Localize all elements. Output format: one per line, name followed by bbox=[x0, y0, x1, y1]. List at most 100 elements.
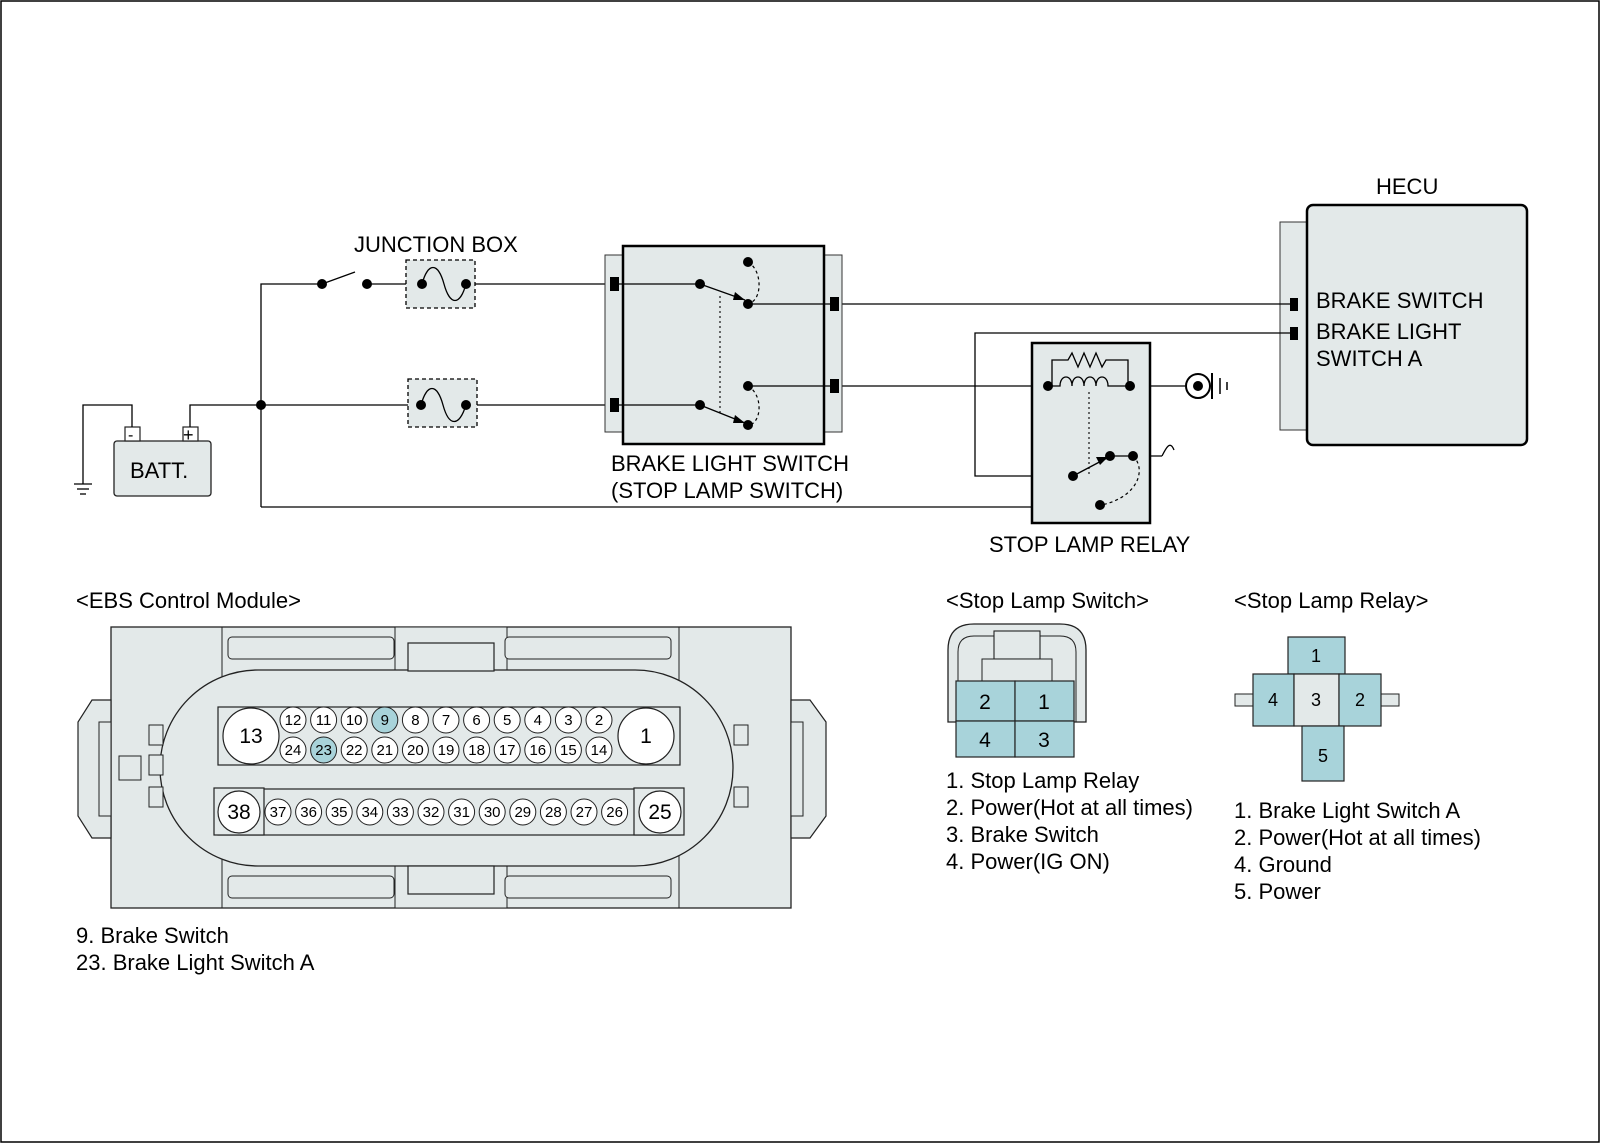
ebs-pin-8-label: 8 bbox=[411, 712, 419, 729]
slr-pin-2-label: 2 bbox=[1355, 690, 1365, 710]
sls-pin-3-label: 3 bbox=[1038, 729, 1050, 752]
ebs-pin-36-label: 36 bbox=[300, 804, 317, 821]
ebs-pin-33 bbox=[386, 798, 414, 826]
ebs-pin-9 bbox=[371, 706, 399, 734]
ebs-pin-31-label: 31 bbox=[453, 804, 470, 821]
ebs-pin-16 bbox=[524, 736, 552, 764]
ebs-pin-34 bbox=[356, 798, 384, 826]
hecu-terminal-brake-switch bbox=[1290, 298, 1298, 311]
ebs-pin-5-label: 5 bbox=[503, 712, 511, 729]
sls-legend-4: 4. Power(IG ON) bbox=[946, 849, 1110, 874]
slr-pin-3-label: 3 bbox=[1311, 690, 1321, 710]
ebs-pin-21 bbox=[371, 736, 399, 764]
ebs-pin-30-label: 30 bbox=[484, 804, 501, 821]
ebs-pin-24 bbox=[279, 736, 307, 764]
ebs-title: <EBS Control Module> bbox=[76, 588, 301, 613]
ebs-pin-38 bbox=[217, 790, 261, 834]
ebs-pin-2 bbox=[585, 706, 613, 734]
ebs-pin-7 bbox=[432, 706, 460, 734]
ebs-pin-6 bbox=[463, 706, 491, 734]
hecu-terminal-brake-light bbox=[1290, 327, 1298, 340]
sls-legend-1: 1. Stop Lamp Relay bbox=[946, 768, 1139, 793]
ebs-pin-20 bbox=[401, 736, 429, 764]
ebs-pin-32 bbox=[417, 798, 445, 826]
ebs-pin-23 bbox=[310, 736, 338, 764]
ebs-pin-3 bbox=[554, 706, 582, 734]
junction-box: JUNCTION BOX bbox=[354, 232, 518, 428]
ebs-pin-25 bbox=[638, 790, 682, 834]
slr-legend-3: 4. Ground bbox=[1234, 852, 1332, 877]
ebs-pin-21-label: 21 bbox=[376, 742, 393, 759]
sls-legend-2: 2. Power(Hot at all times) bbox=[946, 795, 1193, 820]
ebs-pin-6-label: 6 bbox=[472, 712, 480, 729]
slr-legend-1: 1. Brake Light Switch A bbox=[1234, 798, 1461, 823]
slr-legend-4: 5. Power bbox=[1234, 879, 1321, 904]
junctions bbox=[256, 279, 372, 410]
ebs-pin-19 bbox=[432, 736, 460, 764]
ebs-pin-13-label: 13 bbox=[239, 725, 262, 748]
ebs-pin-26-label: 26 bbox=[606, 804, 623, 821]
ebs-pin-11 bbox=[310, 706, 338, 734]
hecu-module: HECU BRAKE SWITCH BRAKE LIGHT SWITCH A bbox=[1279, 174, 1529, 447]
sls-pin-4 bbox=[955, 720, 1016, 758]
sls-pin-2-label: 2 bbox=[979, 691, 991, 714]
sls-pin-4-label: 4 bbox=[979, 729, 991, 752]
switch-label-line2: (STOP LAMP SWITCH) bbox=[611, 478, 843, 503]
battery-label: BATT. bbox=[130, 458, 188, 483]
ebs-pin-19-label: 19 bbox=[438, 742, 455, 759]
stop-lamp-switch-connector: <Stop Lamp Switch> 2 1 4 3 bbox=[946, 588, 1149, 758]
ebs-pin-31 bbox=[448, 798, 476, 826]
ebs-pin-18 bbox=[463, 736, 491, 764]
ebs-pin-36 bbox=[295, 798, 323, 826]
ebs-pin-35 bbox=[325, 798, 353, 826]
slr-pin-5-label: 5 bbox=[1318, 746, 1328, 766]
hecu-brake-light-label-2: SWITCH A bbox=[1316, 346, 1423, 371]
stop-lamp-relay: STOP LAMP RELAY bbox=[989, 341, 1191, 557]
ebs-pin-4-label: 4 bbox=[534, 712, 542, 729]
ebs-pin-5 bbox=[493, 706, 521, 734]
ebs-pin-20-label: 20 bbox=[407, 742, 424, 759]
ebs-pin-10-label: 10 bbox=[346, 712, 363, 729]
ebs-pin-11-label: 11 bbox=[316, 712, 332, 729]
slr-pin-1-label: 1 bbox=[1311, 646, 1321, 666]
sls-pin-1-label: 1 bbox=[1038, 691, 1050, 714]
slr-legend-2: 2. Power(Hot at all times) bbox=[1234, 825, 1481, 850]
ebs-pin-22 bbox=[340, 736, 368, 764]
battery-plus-label: + bbox=[183, 425, 194, 445]
ebs-pin-14-label: 14 bbox=[591, 742, 608, 759]
slr-pin-5 bbox=[1301, 725, 1345, 782]
ebs-pin-28 bbox=[539, 798, 567, 826]
junction-box-label: JUNCTION BOX bbox=[354, 232, 518, 257]
slr-pin-3 bbox=[1293, 673, 1340, 727]
ebs-pin-10 bbox=[340, 706, 368, 734]
ebs-pin-12 bbox=[279, 706, 307, 734]
ebs-legend-2: 23. Brake Light Switch A bbox=[76, 950, 315, 975]
ebs-pin-2-label: 2 bbox=[595, 712, 603, 729]
ebs-pin-18-label: 18 bbox=[468, 742, 485, 759]
ebs-pin-35-label: 35 bbox=[331, 804, 348, 821]
ebs-pin-15 bbox=[554, 736, 582, 764]
ebs-pin-37-label: 37 bbox=[270, 804, 287, 821]
stop-lamp-relay-connector: <Stop Lamp Relay> 1 4 3 2 5 bbox=[1234, 588, 1428, 782]
ebs-pin-17 bbox=[493, 736, 521, 764]
ebs-pin-28-label: 28 bbox=[545, 804, 562, 821]
sls-pin-2 bbox=[955, 680, 1016, 722]
ebs-pin-26 bbox=[601, 798, 629, 826]
ebs-pin-3-label: 3 bbox=[564, 712, 572, 729]
ebs-pin-27-label: 27 bbox=[576, 804, 593, 821]
relay-label: STOP LAMP RELAY bbox=[989, 532, 1191, 557]
brake-light-switch: BRAKE LIGHT SWITCH (STOP LAMP SWITCH) bbox=[604, 244, 849, 503]
sls-pin-3 bbox=[1014, 720, 1075, 758]
ebs-pin-30 bbox=[478, 798, 506, 826]
hecu-brake-light-label-1: BRAKE LIGHT bbox=[1316, 319, 1461, 344]
ebs-pin-27 bbox=[570, 798, 598, 826]
hecu-title: HECU bbox=[1376, 174, 1438, 199]
sls-title: <Stop Lamp Switch> bbox=[946, 588, 1149, 613]
ebs-pin-23-label: 23 bbox=[315, 742, 332, 759]
ebs-pin-37 bbox=[264, 798, 292, 826]
battery: - + BATT. bbox=[113, 425, 212, 497]
ebs-pin-1 bbox=[617, 707, 675, 765]
battery-ground-icon bbox=[74, 404, 133, 495]
